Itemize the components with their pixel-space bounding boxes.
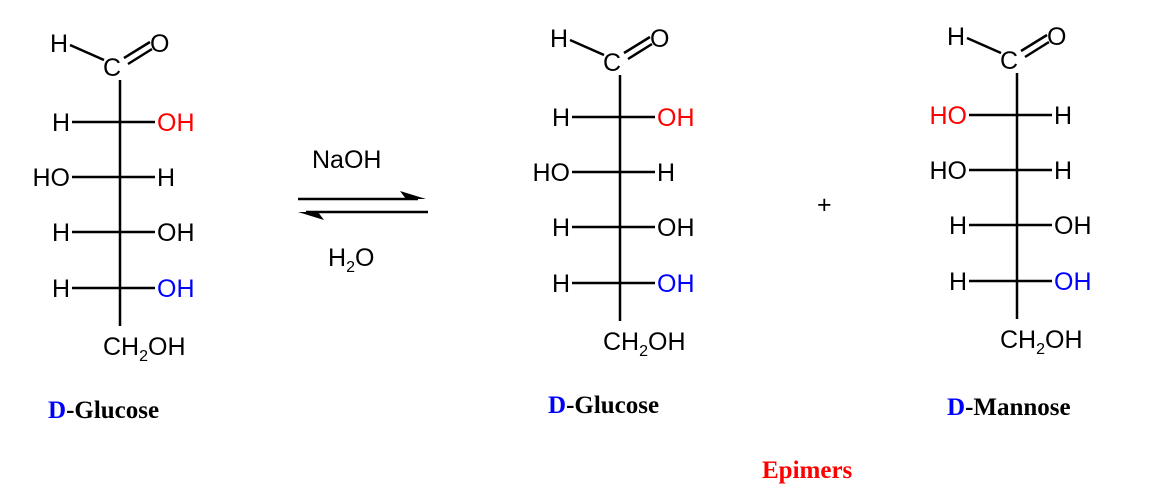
ch2oh-group: CH2OH xyxy=(103,333,186,365)
row-right-group: H xyxy=(657,159,675,187)
row-right-group: OH xyxy=(157,219,195,247)
molecule-label: D-Glucose xyxy=(48,397,159,424)
row-left-group: H xyxy=(949,268,967,296)
bond-c-o xyxy=(623,35,651,55)
aldehyde-o: O xyxy=(1047,23,1066,51)
row-right-group: OH xyxy=(157,275,195,303)
aldehyde-c: C xyxy=(103,54,121,82)
row-left-group: H xyxy=(52,109,70,137)
equilibrium-arrows xyxy=(298,191,428,220)
row-left-group: HO xyxy=(930,157,968,185)
reagent-water: H2O xyxy=(328,244,374,276)
molecule-label: D-Mannose xyxy=(947,394,1071,421)
row-left-group: HO xyxy=(930,102,968,130)
row-right-group: H xyxy=(1054,102,1072,130)
row-right-group: OH xyxy=(1054,212,1092,240)
aldehyde-c: C xyxy=(603,49,621,77)
aldehyde-c: C xyxy=(1000,47,1018,75)
bond-c-o-double xyxy=(1024,40,1050,59)
row-right-group: OH xyxy=(657,214,695,242)
reverse-arrowhead-icon xyxy=(298,212,324,220)
forward-arrowhead-icon xyxy=(400,191,426,199)
row-left-group: HO xyxy=(533,159,571,187)
row-right-group: OH xyxy=(157,109,195,137)
row-left-group: H xyxy=(552,270,570,298)
bond-c-o xyxy=(123,40,151,60)
row-right-group: H xyxy=(157,164,175,192)
bond-h-c xyxy=(966,36,1002,55)
row-left-group: H xyxy=(949,212,967,240)
plus-sign: + xyxy=(817,191,832,219)
row-right-group: OH xyxy=(657,270,695,298)
bond-c-o xyxy=(1020,33,1048,53)
row-left-group: H xyxy=(52,275,70,303)
ch2oh-group: CH2OH xyxy=(603,328,686,360)
row-right-group: OH xyxy=(1054,268,1092,296)
aldehyde-h: H xyxy=(947,23,965,51)
row-left-group: HO xyxy=(33,164,71,192)
row-left-group: H xyxy=(52,219,70,247)
reagent-naoh: NaOH xyxy=(312,146,381,174)
aldehyde-h: H xyxy=(50,30,68,58)
epimers-label: Epimers xyxy=(762,457,853,484)
aldehyde-o: O xyxy=(650,25,669,53)
row-left-group: H xyxy=(552,104,570,132)
ch2oh-group: CH2OH xyxy=(1000,326,1083,358)
bond-c-o-double xyxy=(127,47,153,66)
molecule-label: D-Glucose xyxy=(548,392,659,419)
aldehyde-o: O xyxy=(150,30,169,58)
aldehyde-h: H xyxy=(550,25,568,53)
bond-h-c xyxy=(569,38,605,57)
row-left-group: H xyxy=(552,214,570,242)
bond-h-c xyxy=(69,43,105,62)
row-right-group: H xyxy=(1054,157,1072,185)
bond-c-o-double xyxy=(627,42,653,61)
row-right-group: OH xyxy=(657,104,695,132)
